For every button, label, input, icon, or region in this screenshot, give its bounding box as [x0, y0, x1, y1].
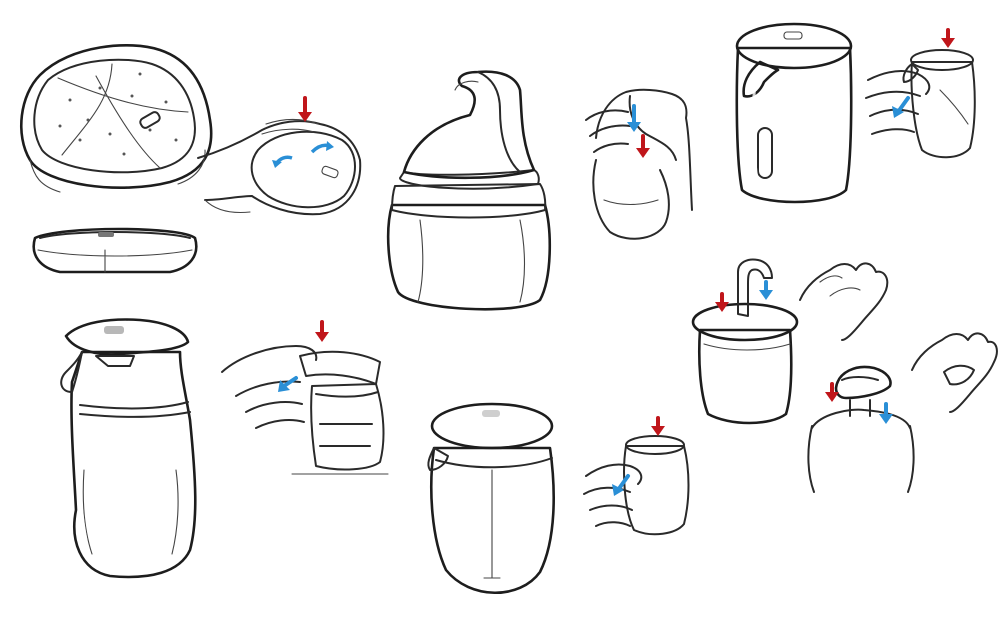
concept-flip-lid-tall-dispenser — [60, 318, 197, 579]
cup-squeeze-hand-illustration — [583, 416, 690, 536]
concept-round-jug-dispenser — [427, 402, 555, 595]
flow-left-arrow-blue — [282, 376, 298, 388]
cylinder-squeeze-hand-illustration — [865, 28, 976, 159]
concept-cylinder-nozzle-dispenser — [735, 22, 853, 204]
flow-down-arrow-blue — [616, 474, 630, 492]
concept-tube-spout-cup-dispenser — [691, 258, 799, 425]
hook-pump-press-hand-illustration — [585, 88, 693, 240]
concept-cone-lid-dispenser — [807, 365, 915, 493]
flip-lid-press-hand-illustration — [221, 320, 389, 475]
pad-press-hand-illustration — [197, 96, 362, 216]
flow-down-arrow-blue — [896, 96, 910, 114]
concept-pad-dispenser-side-view — [32, 227, 198, 274]
cupped-hands-receiving-illustration — [799, 262, 998, 413]
concept-pad-dispenser-top-view — [19, 44, 213, 193]
concept-hook-spout-pump-bottle — [386, 70, 552, 311]
